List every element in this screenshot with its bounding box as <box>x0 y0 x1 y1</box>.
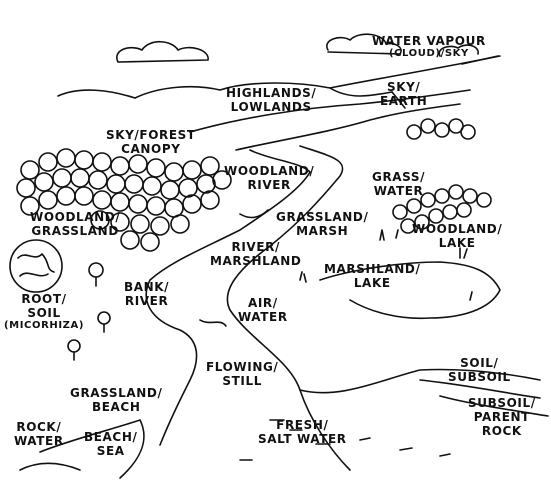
boat-sketch <box>239 209 269 219</box>
label-grassland-beach: GRASSLAND/BEACH <box>70 386 163 414</box>
subsoil-line <box>419 379 541 399</box>
label-air-water: AIR/WATER <box>238 296 288 324</box>
forest-canopy <box>16 148 232 252</box>
label-river-marshland: RIVER/MARSHLAND <box>210 240 302 268</box>
rock-line <box>19 462 81 471</box>
label-grass-water: GRASS/WATER <box>372 170 426 198</box>
river-left-bank <box>145 149 311 446</box>
lower-shoreline <box>299 368 541 394</box>
small-trees <box>67 262 111 361</box>
horizon-ridge <box>329 87 393 97</box>
pointer-line <box>391 91 406 109</box>
label-woodland-grassland: WOODLAND/GRASSLAND <box>30 210 121 238</box>
label-highlands-lowlands: HIGHLANDS/LOWLANDS <box>226 86 317 114</box>
label-marshland-lake: MARSHLAND/LAKE <box>324 262 421 290</box>
label-flowing-still: FLOWING/STILL <box>206 360 279 388</box>
lake-shore <box>319 261 501 320</box>
label-bank-river: BANK/RIVER <box>124 280 170 308</box>
beach-line <box>39 419 145 479</box>
highlands-slope <box>189 89 471 133</box>
label-sky-earth: SKY/EARTH <box>380 80 428 108</box>
parent-rock-line <box>439 395 549 417</box>
label-beach-sea: BEACH/SEA <box>84 430 138 458</box>
label-root-soil: ROOT/SOIL(MICORHIZA) <box>4 292 85 331</box>
label-rock-water: ROCK/WATER <box>14 420 64 448</box>
label-grassland-marsh: GRASSLAND/MARSH <box>276 210 369 238</box>
root-soil-circle <box>9 239 63 293</box>
water-ripples <box>199 319 451 461</box>
lowlands-line <box>235 103 461 151</box>
label-woodland-river: WOODLAND/RIVER <box>224 164 315 192</box>
horizon-line <box>57 55 501 99</box>
label-water-vapour: WATER VAPOUR(CLOUD)/SKY <box>372 34 486 59</box>
label-fresh-salt-water: FRESH/SALT WATER <box>258 418 347 446</box>
cloud-shapes <box>116 33 479 63</box>
root-mycorrhiza <box>17 253 55 277</box>
marsh-reeds <box>299 229 473 301</box>
vapour-pointer <box>461 55 499 65</box>
right-forest <box>392 118 492 234</box>
label-woodland-lake: WOODLAND/LAKE <box>412 222 503 250</box>
label-soil-subsoil: SOIL/SUBSOIL <box>448 356 511 384</box>
river-right-bank <box>226 145 351 471</box>
